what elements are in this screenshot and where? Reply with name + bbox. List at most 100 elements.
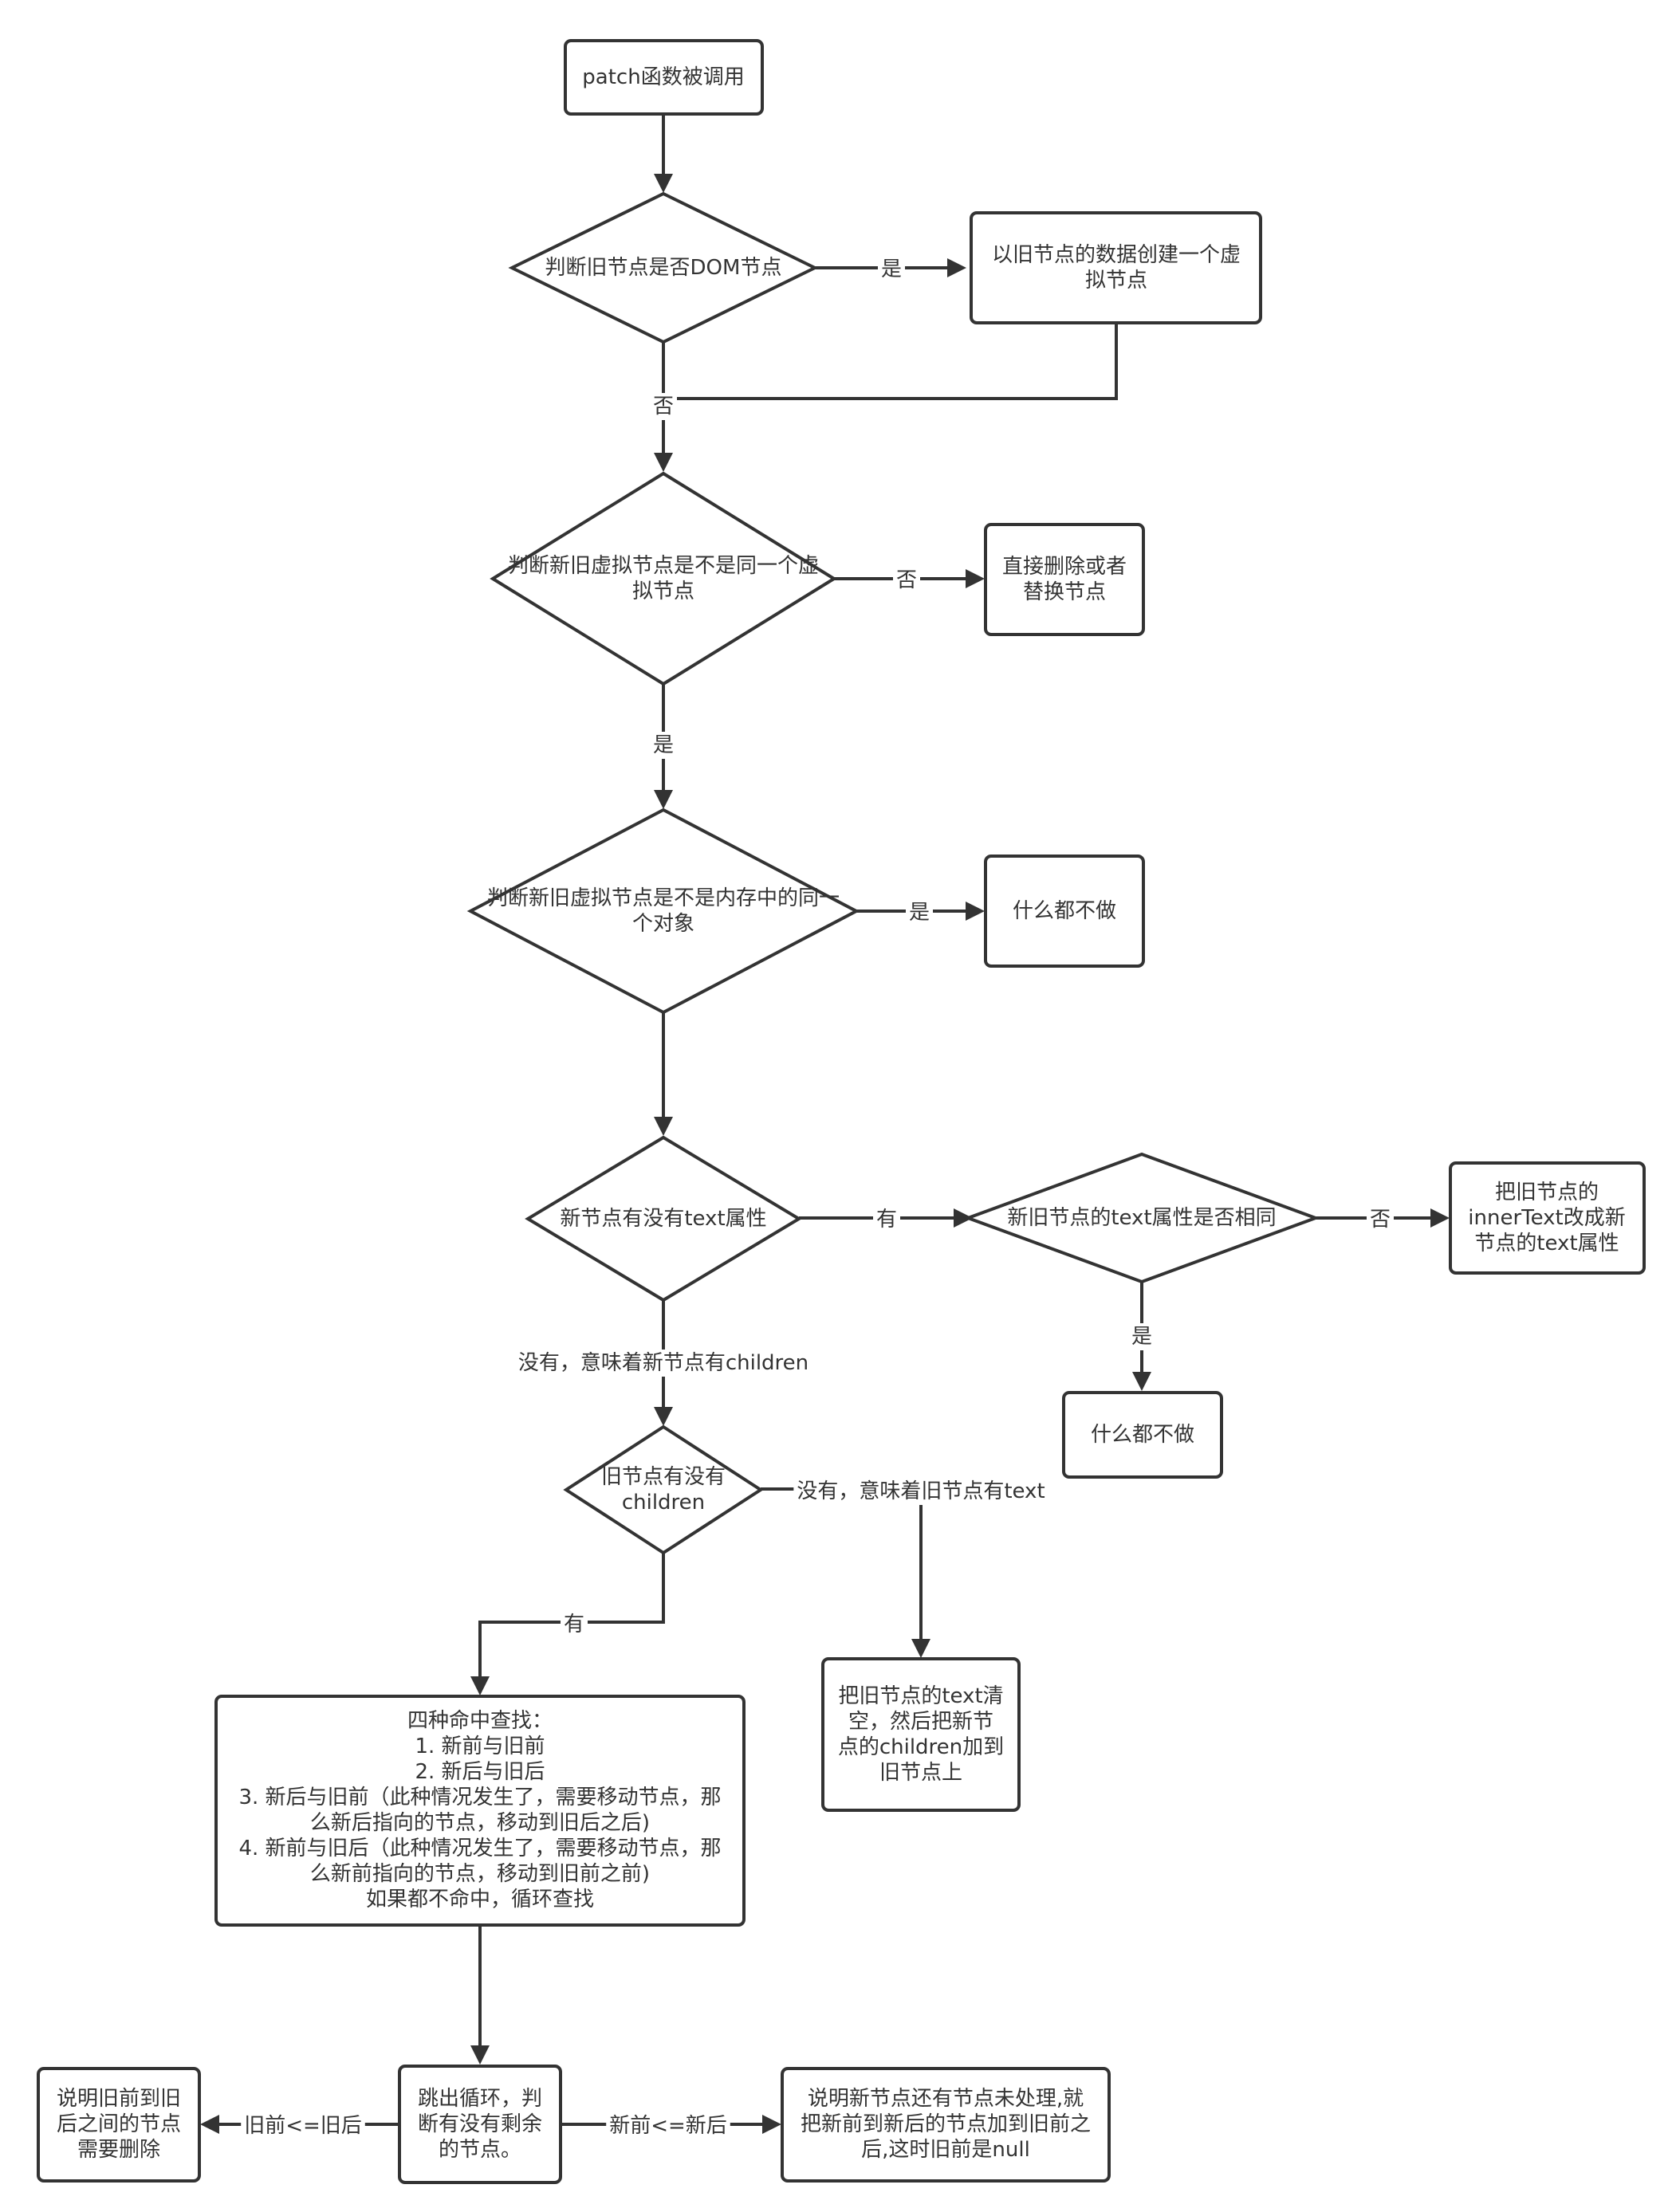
edge-label-background: [892, 567, 921, 594]
edge-label-background: [793, 1478, 1048, 1505]
node-text-line: 的节点。: [439, 2138, 521, 2162]
arrowhead: [654, 1117, 673, 1136]
node-text: 判断新旧虚拟节点是不是同一个虚拟节点: [508, 554, 819, 603]
node-text-line: 把旧节点的text清: [838, 1684, 1003, 1708]
label-old-before-le-old-after: 旧前<=旧后: [244, 2114, 362, 2138]
arrowhead: [1132, 1372, 1151, 1391]
node-text-line: 么新前指向的节点，移动到旧前之前): [310, 1862, 650, 1886]
node-replace: 直接删除或者替换节点: [984, 523, 1145, 636]
node-text-line: 跳出循环，判: [418, 2087, 542, 2111]
label-is-dom-yes: 是: [881, 257, 902, 281]
node-text-line: 4. 新前与旧后（此种情况发生了，需要移动节点，那: [238, 1837, 721, 1860]
node-text-line: 说明旧前到旧: [57, 2087, 181, 2111]
node-text-line: 拟节点: [632, 580, 694, 603]
edge-label-background: [1127, 1323, 1156, 1350]
edge-label-background: [606, 2112, 730, 2139]
label-is-dom-no: 否: [653, 395, 674, 418]
edge-label-background: [905, 899, 934, 926]
edge-label-background: [872, 1206, 901, 1233]
arrowhead: [911, 1639, 930, 1658]
node-text-line: 以旧节点的数据创建一个虚: [992, 243, 1241, 267]
node-text-line: 1. 新前与旧前: [415, 1735, 545, 1758]
node-start: patch函数被调用: [564, 39, 764, 116]
node-text-line: 如果都不命中，循环查找: [366, 1888, 594, 1911]
arrowhead: [200, 2115, 219, 2134]
node-text-line: 新旧节点的text属性是否相同: [1007, 1206, 1276, 1230]
node-text-line: 四种命中查找：: [407, 1709, 553, 1733]
label-old-children-no: 没有，意味着旧节点有text: [797, 1479, 1045, 1503]
node-text-line: 判断旧节点是否DOM节点: [545, 256, 782, 280]
node-text-line: 什么都不做: [1091, 1423, 1194, 1447]
node-text-line: children: [622, 1491, 705, 1515]
node-text-line: 么新后指向的节点，移动到旧后之后): [310, 1811, 650, 1835]
node-text: 什么都不做: [1013, 899, 1116, 923]
node-text: 跳出循环，判断有没有剩余的节点。: [418, 2087, 542, 2162]
edge-create-vnode-merge: [663, 323, 1118, 400]
arrowhead: [954, 1208, 973, 1228]
label-same-object-yes: 是: [909, 901, 930, 925]
node-text-line: 个对象: [632, 912, 694, 936]
edge-labels: 是 否 否 是 是 有 否 是 没有，意味着新节点有children 没有，意味…: [241, 256, 1395, 2139]
label-text-same-yes: 是: [1131, 1325, 1152, 1349]
node-text: 直接删除或者替换节点: [1002, 555, 1127, 604]
node-clear-text: 把旧节点的text清空，然后把新节点的children加到旧节点上: [821, 1657, 1021, 1812]
node-do-nothing-2: 什么都不做: [1062, 1391, 1223, 1479]
arrowhead: [654, 1407, 673, 1426]
arrowhead: [654, 174, 673, 193]
node-text: 说明旧前到旧后之间的节点需要删除: [57, 2087, 181, 2162]
node-text: 把旧节点的text清空，然后把新节点的children加到旧节点上: [838, 1684, 1004, 1785]
label-same-vnode-yes: 是: [653, 733, 674, 757]
label-text-same-no: 否: [1370, 1208, 1391, 1232]
node-text: 新节点有没有text属性: [560, 1207, 766, 1231]
node-text-line: 把旧节点的: [1495, 1181, 1599, 1204]
node-create-vnode: 以旧节点的数据创建一个虚拟节点: [970, 211, 1262, 324]
node-is-dom: 判断旧节点是否DOM节点: [508, 191, 819, 344]
node-text-line: 旧节点上: [879, 1761, 962, 1785]
label-old-children-yes: 有: [564, 1613, 584, 1636]
node-delete-old: 说明旧前到旧后之间的节点需要删除: [37, 2067, 201, 2183]
edge-label-background: [877, 256, 906, 283]
arrowhead: [762, 2115, 781, 2134]
edge-label-background: [649, 732, 678, 759]
label-same-vnode-no: 否: [896, 568, 917, 592]
node-add-new: 说明新节点还有节点未处理,就把新前到新后的节点加到旧前之后,这时旧前是null: [781, 2067, 1111, 2183]
node-text: patch函数被调用: [582, 65, 744, 89]
node-text: 判断新旧虚拟节点是不是内存中的同一个对象: [487, 886, 840, 936]
node-same-vnode: 判断新旧虚拟节点是不是同一个虚拟节点: [490, 471, 837, 686]
node-text: 以旧节点的数据创建一个虚拟节点: [992, 243, 1241, 293]
node-text-line: 直接删除或者: [1002, 555, 1127, 579]
arrowhead: [654, 790, 673, 809]
edge-old-children-no: [761, 1487, 923, 1640]
edge-label-background: [241, 2112, 365, 2139]
arrowhead: [654, 453, 673, 472]
node-text-line: 说明新节点还有节点未处理,就: [808, 2087, 1084, 2111]
node-text-line: 旧节点有没有: [601, 1465, 726, 1489]
node-text-line: 需要删除: [77, 2138, 160, 2162]
node-text-line: 什么都不做: [1013, 899, 1116, 923]
node-text-line: 判断新旧虚拟节点是不是内存中的同一: [487, 886, 840, 910]
edge-label-background: [649, 393, 678, 420]
label-new-before-le-new-after: 新前<=新后: [609, 2114, 727, 2138]
node-text-line: 3. 新后与旧前（此种情况发生了，需要移动节点，那: [238, 1786, 721, 1809]
node-text-line: 点的children加到: [838, 1735, 1004, 1759]
node-text-line: 替换节点: [1023, 580, 1106, 604]
label-has-text-yes: 有: [876, 1208, 897, 1232]
node-text-same: 新旧节点的text属性是否相同: [963, 1152, 1320, 1284]
arrowhead: [966, 569, 985, 588]
node-text-line: 把新前到新后的节点加到旧前之: [801, 2112, 1091, 2136]
arrowhead: [947, 258, 966, 277]
node-text-line: 判断新旧虚拟节点是不是同一个虚: [508, 554, 819, 578]
edge-label-background: [1366, 1206, 1395, 1233]
node-text-line: patch函数被调用: [582, 65, 744, 89]
node-has-text: 新节点有没有text属性: [525, 1135, 802, 1302]
arrowhead: [470, 2045, 490, 2065]
arrowhead: [1430, 1208, 1450, 1228]
arrowhead: [470, 1676, 490, 1695]
node-text: 说明新节点还有节点未处理,就把新前到新后的节点加到旧前之后,这时旧前是null: [801, 2087, 1091, 2162]
node-exit-loop: 跳出循环，判断有没有剩余的节点。: [398, 2065, 562, 2184]
